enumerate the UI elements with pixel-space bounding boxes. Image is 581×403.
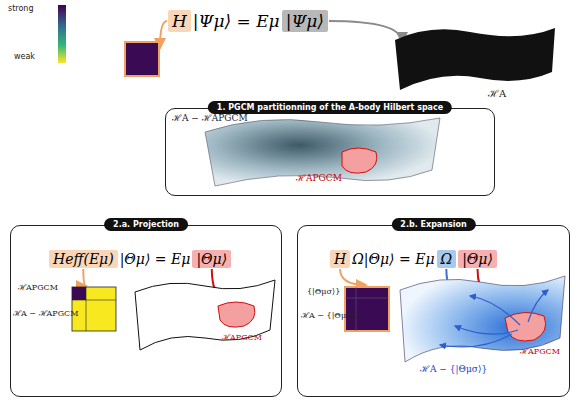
equation-text: |Θμ⟩ = Eμ	[120, 251, 191, 267]
equation-term: H	[172, 11, 187, 31]
panel-title: 2.b. Expansion	[391, 218, 475, 231]
highlight-box: |Θμ⟩	[192, 250, 231, 268]
space-label: ℋAPGCM	[222, 334, 262, 343]
highlight-box: Ω	[437, 250, 457, 268]
pointer-arrow	[329, 21, 402, 42]
highlight-box: H	[330, 250, 350, 268]
space-label: ℋA − ℋAPGCM	[13, 310, 78, 319]
equation-term: |Θμ⟩	[462, 251, 493, 267]
equation-term: |Ψμ⟩	[286, 11, 324, 31]
space-label: ℋA − {|Θμσ⟩}	[301, 312, 360, 321]
space-label: ℋAPGCM	[296, 174, 342, 184]
equation-term: Ω	[441, 251, 453, 267]
highlight-box: H	[168, 10, 191, 32]
colorbar	[58, 5, 66, 63]
subspace-blob	[342, 148, 377, 173]
hilbert-surface	[205, 118, 440, 186]
equation: H |Ψμ⟩ = Eμ |Ψμ⟩	[168, 10, 328, 32]
space-label: {|Θμσ⟩}	[307, 288, 340, 297]
hilbert-surface	[395, 28, 555, 90]
panel-title: 1. PGCM partitionning of the A-body Hilb…	[208, 101, 452, 114]
colorbar-label: strong	[8, 5, 33, 14]
colorbar-label: weak	[14, 53, 35, 62]
space-label: ℋA − ℋAPGCM	[172, 114, 248, 124]
matrix	[345, 287, 389, 331]
space-label: ℋA − {|Θμσ⟩}	[420, 365, 487, 375]
equation: H Ω|Θμ⟩ = Eμ Ω |Θμ⟩	[330, 250, 497, 268]
equation-term: Heff(Eμ)	[53, 251, 114, 267]
pointer-arrow	[83, 269, 86, 286]
panel-title: 2.a. Projection	[104, 218, 188, 231]
matrix	[72, 287, 116, 331]
equation-term: H	[334, 251, 346, 267]
matrix	[125, 42, 159, 76]
space-label: ℋAPGCM	[18, 284, 58, 293]
highlight-box: |Θμ⟩	[458, 250, 497, 268]
matrix-block	[72, 287, 86, 300]
hilbert-surface	[135, 280, 275, 350]
equation-text: |Ψμ⟩ = Eμ	[193, 11, 280, 31]
highlight-box: |Ψμ⟩	[282, 10, 328, 32]
equation: Heff(Eμ) |Θμ⟩ = Eμ |Θμ⟩	[49, 250, 231, 268]
highlight-box: Heff(Eμ)	[49, 250, 118, 268]
pointer-arrow	[340, 269, 366, 285]
equation-term: |Θμ⟩	[196, 251, 227, 267]
equation-text: Ω|Θμ⟩ = Eμ	[352, 251, 434, 267]
expansion-arrows	[440, 290, 548, 347]
subspace-blob	[218, 302, 255, 327]
space-label: ℋA	[488, 88, 506, 99]
hilbert-surface	[400, 276, 565, 362]
pointer-arrow	[160, 21, 167, 48]
space-label: ℋAPGCM	[520, 348, 560, 357]
